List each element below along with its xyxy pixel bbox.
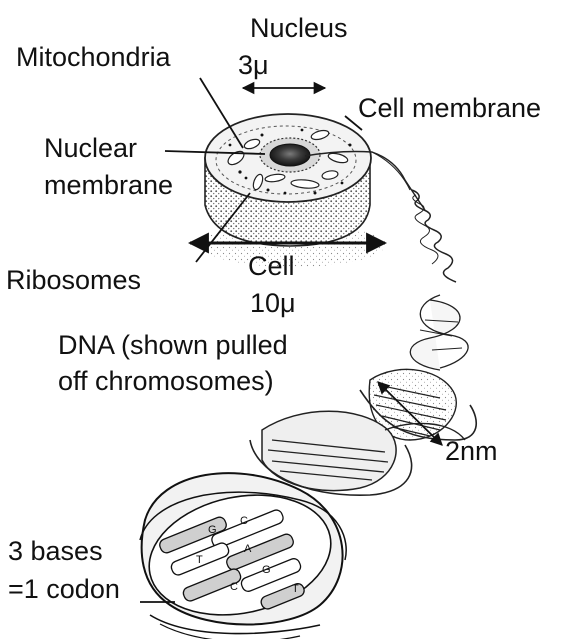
mitochondria-label: Mitochondria <box>16 42 172 72</box>
ribosomes-label: Ribosomes <box>6 265 141 295</box>
nuclear-membrane-label-line1: Nuclear <box>44 133 137 163</box>
bases-label-line2: =1 codon <box>8 574 120 604</box>
dna-helix-small <box>410 295 468 370</box>
base-letter: T <box>292 583 299 595</box>
dna-label-line1: DNA (shown pulled <box>58 330 288 360</box>
base-letter: T <box>196 554 203 566</box>
nuclear-membrane-label-line2: membrane <box>44 170 173 200</box>
bases-label-line1: 3 bases <box>8 536 103 566</box>
dna-width-label: 2nm <box>445 436 498 466</box>
nucleus-size-label: 3μ <box>238 50 269 80</box>
dna-label-line2: off chromosomes) <box>58 366 274 396</box>
cell-label: Cell <box>248 251 295 281</box>
cell-membrane-label: Cell membrane <box>358 93 541 123</box>
base-letter: A <box>244 543 252 555</box>
codon-cross-section: G C A T G C T <box>138 473 346 639</box>
base-letter: C <box>230 581 238 593</box>
base-letter: C <box>240 515 248 527</box>
base-letter: G <box>208 524 217 536</box>
nucleus-shape <box>270 144 310 166</box>
base-letter: G <box>262 564 271 576</box>
cell-size-label: 10μ <box>250 288 296 318</box>
nucleus-label: Nucleus <box>250 13 348 43</box>
